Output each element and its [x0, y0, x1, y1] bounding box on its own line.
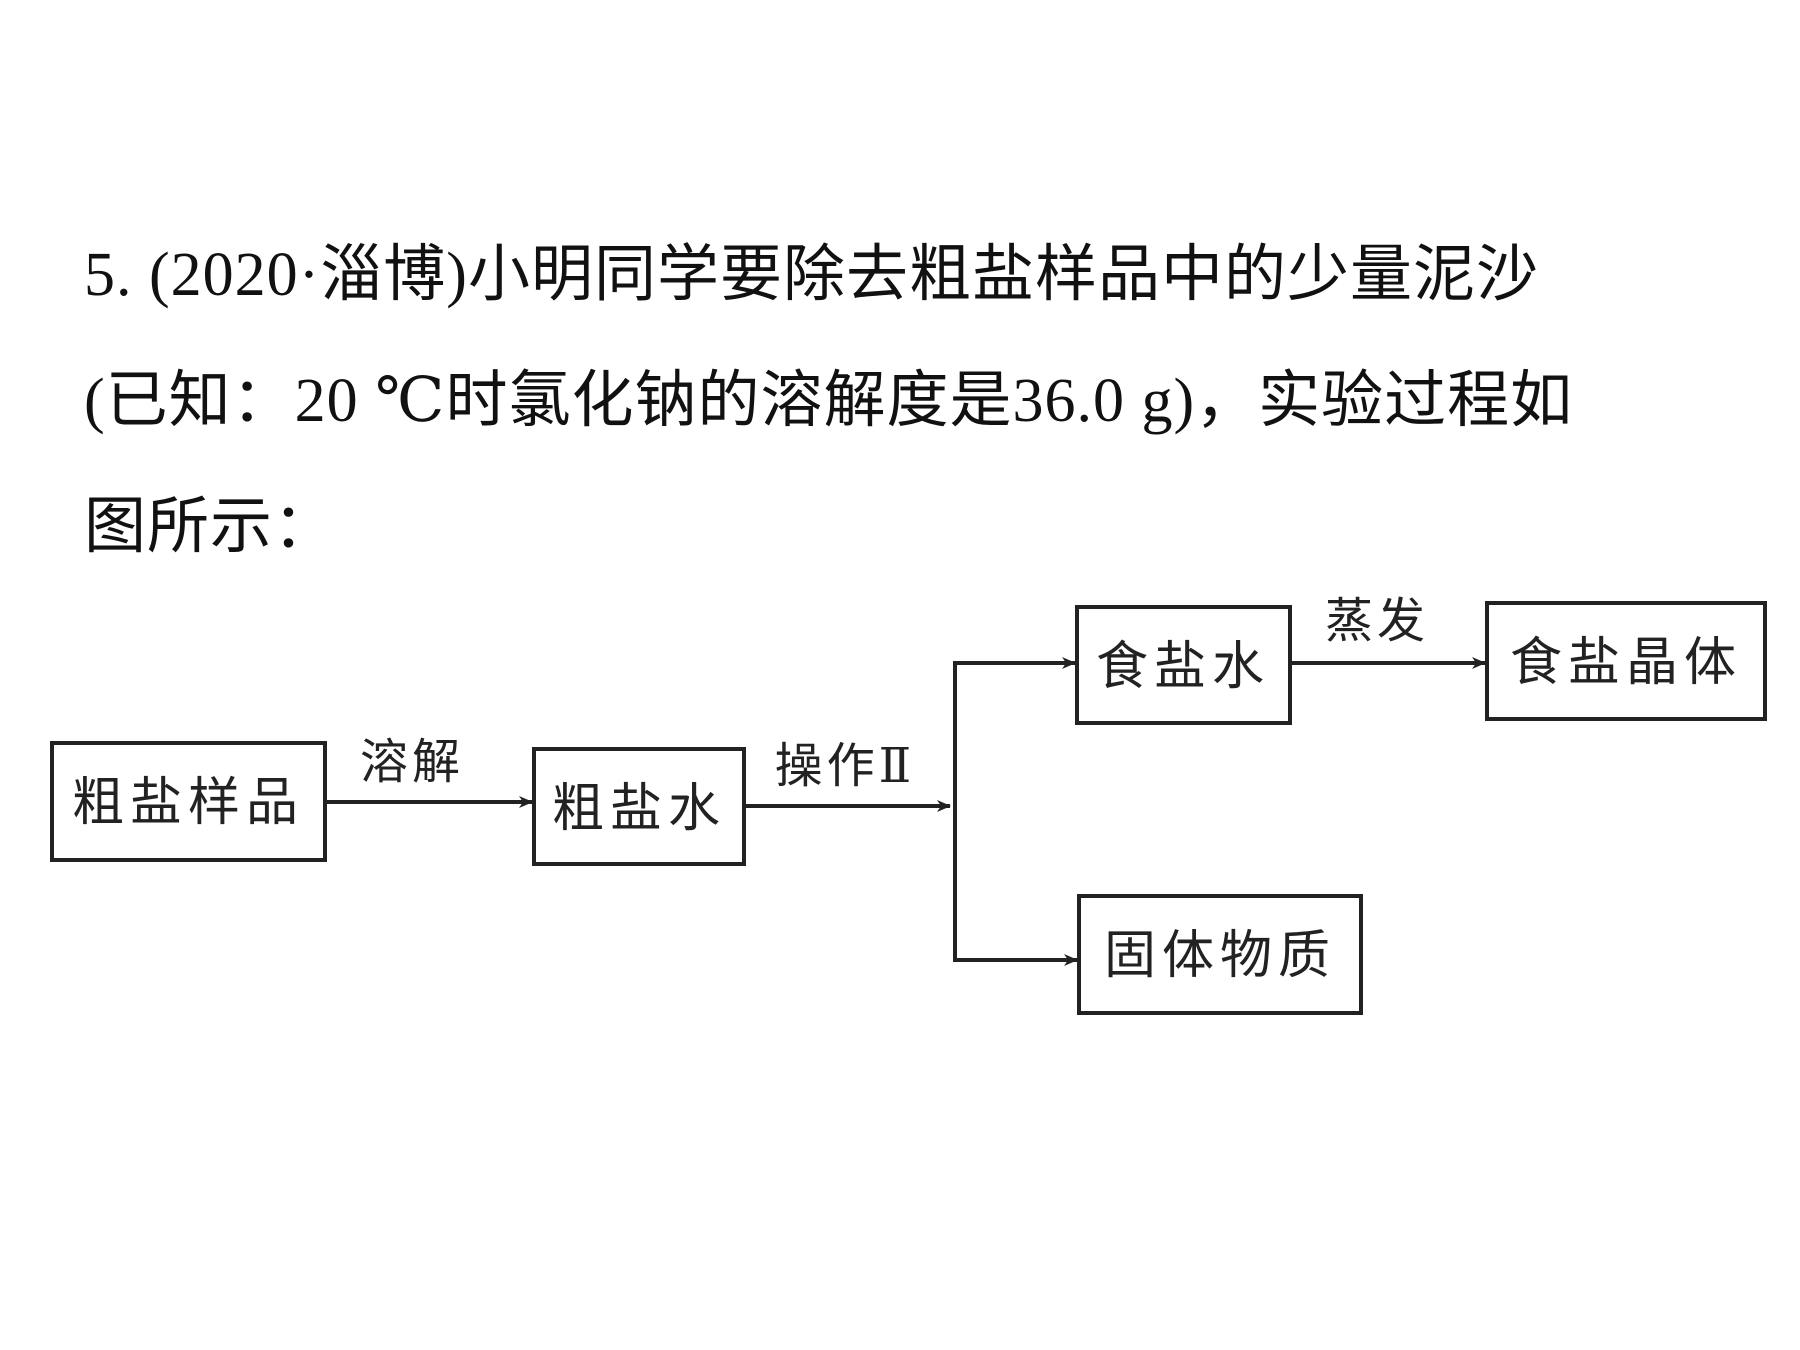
- node-salt-crystal: 食盐晶体: [1510, 633, 1742, 693]
- box-solid-matter: [1077, 894, 1363, 1015]
- edge-label-dissolve: 溶解: [360, 734, 464, 790]
- question-line-2: (已知：20 ℃时氯化钠的溶解度是36.0 g)，实验过程如: [84, 367, 1574, 435]
- node-crude-salt-water: 粗盐水: [552, 779, 726, 839]
- question-line-1: 5. (2020·淄博)小明同学要除去粗盐样品中的少量泥沙: [84, 241, 1539, 309]
- node-salt-water: 食盐水: [1096, 637, 1270, 697]
- question-line-3: 图所示：: [84, 493, 337, 561]
- question-text: 5. (2020·淄博)小明同学要除去粗盐样品中的少量泥沙 (已知：20 ℃时氯…: [84, 212, 1764, 590]
- edge-label-evaporate: 蒸发: [1325, 593, 1429, 649]
- branch-line: [953, 661, 1077, 962]
- node-crude-salt-sample: 粗盐样品: [72, 773, 304, 833]
- box-salt-crystal: [1485, 601, 1767, 721]
- edge-label-operation-2: 操作Ⅱ: [775, 738, 916, 794]
- node-solid-matter: 固体物质: [1104, 926, 1336, 986]
